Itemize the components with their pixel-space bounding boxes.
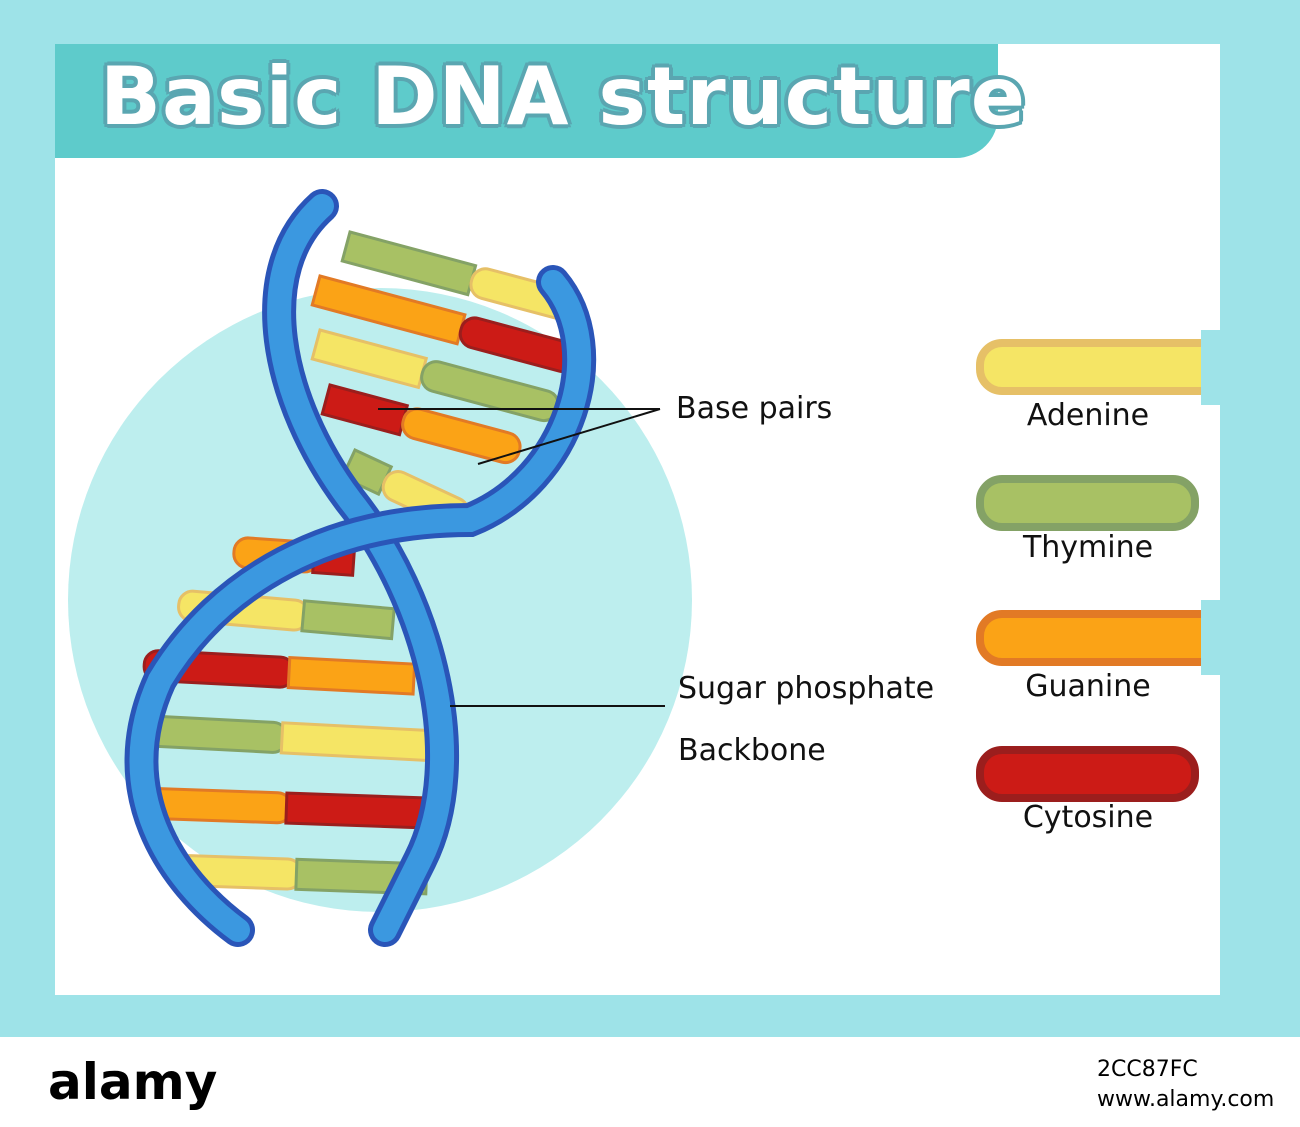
watermark-id: 2CC87FC www.alamy.com [1097,1055,1274,1115]
rung [139,786,439,830]
watermark-bar [0,1037,1300,1127]
label-sugar-phosphate: Sugar phosphate [678,671,935,706]
legend-label-guanine: Guanine [1025,669,1151,704]
pointer-lines [378,408,665,707]
label-backbone: Backbone [678,733,826,768]
legend-label-adenine: Adenine [1026,398,1150,433]
legend-swatches [976,339,1244,802]
watermark-image-id: 2CC87FC [1097,1057,1198,1082]
label-base-pairs: Base pairs [676,391,833,426]
legend-label-cytosine: Cytosine [1022,800,1154,835]
watermark-logo: alamy [48,1053,218,1111]
watermark-site: www.alamy.com [1097,1087,1275,1112]
page-title: Basic DNA structure [100,50,1026,143]
dna-diagram [68,189,1244,947]
title-banner [55,44,998,158]
backbone-strands [124,189,597,947]
legend-label-thymine: Thymine [1022,530,1154,565]
rung [320,383,522,465]
legend-swatch-cytosine [976,746,1199,802]
rung [310,274,580,374]
legend-swatch-thymine [976,475,1199,531]
rung [310,328,560,423]
